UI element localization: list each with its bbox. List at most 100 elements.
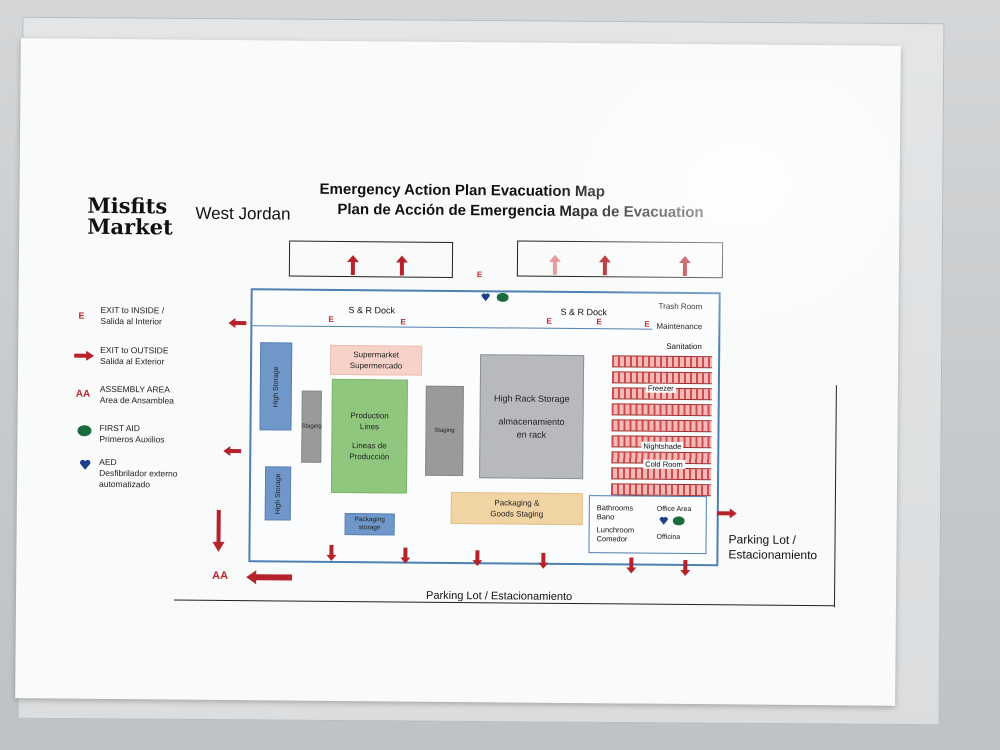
first-aid-icon (496, 292, 509, 302)
assembly-area-icon: AA (75, 388, 91, 400)
site-name: West Jordan (195, 203, 291, 224)
aed-heart-icon (659, 517, 668, 525)
room-label: Supermarket (353, 350, 400, 360)
room-dock-left: S & R Dock (348, 305, 396, 316)
freezer-racks (610, 355, 713, 501)
parking-lot-boundary-right (833, 385, 837, 608)
dock-bay-left (288, 240, 454, 278)
legend-item-first-aid: FIRST AID Primeros Auxilios (99, 423, 164, 446)
exit-arrow-down-icon (212, 509, 225, 552)
legend-label: Area de Ansamblea (99, 394, 174, 406)
exit-arrow-down-icon (472, 550, 483, 567)
legend-label: FIRST AID (99, 422, 141, 434)
room-staging-1: Staging (301, 390, 322, 463)
room-label: High Storage (272, 365, 280, 407)
room-office-area: Office Area (656, 505, 692, 514)
exit-arrow-down-icon (680, 559, 691, 576)
room-freezer: Freezer (645, 383, 676, 393)
room-cold-room: Cold Room (643, 459, 685, 469)
rack-row (611, 403, 712, 417)
exit-inside-marker: E (476, 270, 483, 280)
room-label: Bathrooms (596, 503, 634, 513)
room-label: Lineas de (351, 441, 387, 451)
exit-inside-marker: E (328, 314, 334, 324)
parking-lot-right: Parking Lot / Estacionamiento (728, 532, 817, 563)
room-label: Comedor (596, 534, 628, 544)
legend-label: Salida al Exterior (100, 355, 165, 367)
brand-line-2: Market (87, 213, 173, 240)
brand-logo: Misfits Market (87, 193, 173, 240)
parking-lot-bottom: Parking Lot / Estacionamiento (425, 589, 573, 604)
evacuation-map-sheet: Misfits Market West Jordan Emergency Act… (15, 38, 901, 706)
legend-label: Primeros Auxilios (99, 433, 165, 445)
room-label: Production (350, 411, 389, 421)
exit-arrow-right-icon (716, 508, 737, 519)
room-label: Packaging & (494, 498, 540, 508)
exit-inside-marker: E (596, 317, 602, 327)
legend-label: automatizado (98, 478, 151, 490)
legend: E EXIT to INSIDE / Salida al Interior EX… (21, 38, 901, 489)
legend-label: EXIT to OUTSIDE (100, 344, 169, 356)
room-label: High Storage (274, 472, 282, 514)
room-nightshade: Nightshade (641, 441, 684, 451)
legend-label: ASSEMBLY AREA (99, 383, 170, 395)
room-label: Lines (359, 422, 380, 432)
room-label: Bano (596, 512, 615, 522)
room-label: almacenamiento (498, 415, 565, 427)
exit-arrow-down-icon (326, 544, 337, 561)
room-label: High Rack Storage (493, 392, 570, 404)
legend-item-aed: AED Desfibrilador externo automatizado (99, 457, 178, 491)
aed-heart-icon (79, 459, 91, 470)
room-lunchroom: Lunchroom Comedor (597, 525, 635, 543)
rack-row (612, 355, 713, 369)
room-label: Producción (349, 452, 390, 462)
first-aid-icon (672, 516, 685, 526)
exit-arrow-up-icon (678, 255, 691, 276)
room-high-storage-2: High Storage (264, 466, 292, 521)
dock-corridor-wall (252, 325, 653, 330)
legend-label: Salida al Interior (100, 315, 162, 327)
room-supermarket: Supermarket Supermercado (329, 344, 423, 376)
room-label: Supermercado (349, 361, 403, 371)
legend-item-exit-inside: EXIT to INSIDE / Salida al Interior (100, 305, 164, 328)
exit-arrow-left-icon (246, 570, 293, 585)
exit-outside-arrow-icon (74, 350, 95, 361)
rack-row (610, 483, 712, 497)
room-label: Packaging (354, 516, 385, 524)
rack-row (611, 371, 713, 385)
exit-arrow-down-icon (400, 547, 411, 564)
exit-arrow-up-icon (395, 255, 408, 276)
room-high-rack-storage: High Rack Storage almacenamiento en rack (479, 354, 585, 480)
exit-arrow-left-icon (228, 318, 247, 329)
room-label: Staging (434, 427, 455, 434)
parking-label: Estacionamiento (728, 547, 818, 563)
rack-row (611, 467, 712, 481)
map-title-es: Plan de Acción de Emergencia Mapa de Eva… (337, 200, 704, 222)
room-label: Goods Staging (490, 509, 544, 519)
room-staging-2: Staging (425, 385, 464, 477)
exit-arrow-up-icon (598, 255, 611, 276)
legend-exit-inside-icon: E (78, 310, 85, 321)
legend-label: EXIT to INSIDE / (100, 304, 165, 316)
exit-arrow-down-icon (626, 557, 637, 574)
room-label: en rack (516, 429, 547, 440)
room-production-lines: Production Lines Lineas de Producción (330, 378, 408, 494)
room-officina: Officina (656, 533, 681, 541)
room-label: Staging (301, 423, 322, 430)
room-dock-right: S & R Dock (560, 306, 608, 318)
assembly-area-marker: AA (212, 569, 229, 583)
rack-row (611, 419, 712, 433)
exit-arrow-up-icon (548, 254, 561, 275)
exit-arrow-down-icon (538, 552, 549, 569)
map-title-en: Emergency Action Plan Evacuation Map (319, 180, 606, 201)
room-label: Lunchroom (596, 525, 635, 535)
room-sanitation: Sanitation (666, 341, 702, 352)
room-bathrooms: Bathrooms Bano (597, 503, 633, 521)
room-high-storage-1: High Storage (259, 342, 293, 431)
exit-arrow-up-icon (346, 255, 359, 276)
parking-label: Parking Lot / (728, 532, 796, 547)
exit-arrow-left-icon (223, 446, 242, 457)
exit-inside-marker: E (400, 317, 406, 327)
legend-item-exit-outside: EXIT to OUTSIDE Salida al Exterior (100, 345, 169, 368)
exit-inside-marker: E (644, 319, 650, 329)
